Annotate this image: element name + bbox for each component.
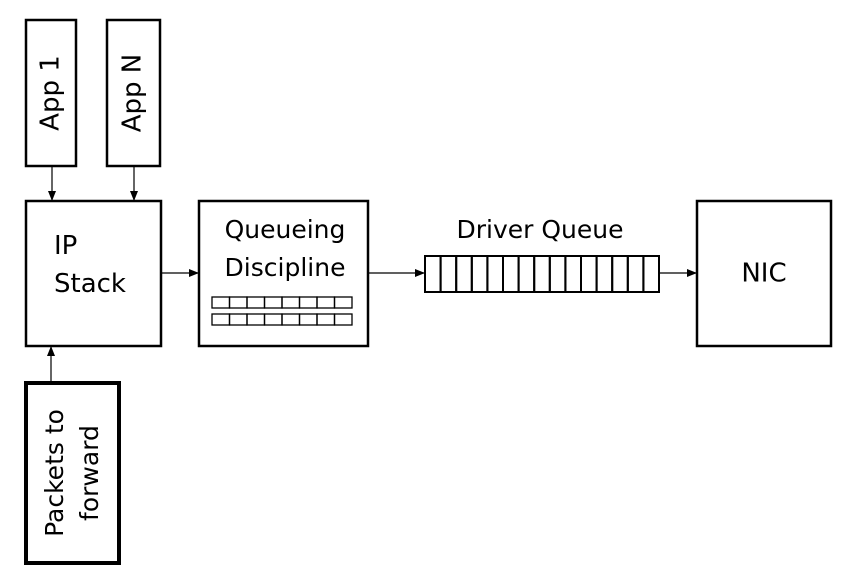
- qdisc-queue-cell: [228, 296, 248, 309]
- driver-queue-cell: [424, 255, 442, 293]
- qdisc-queue-cell: [281, 296, 301, 309]
- qdisc-label-line2: Discipline: [225, 253, 346, 282]
- driver-queue-cell: [564, 255, 583, 293]
- packets-to-forward-box: Packets to forward: [24, 381, 121, 565]
- driver-queue-cell: [548, 255, 567, 293]
- queueing-discipline-box: Queueing Discipline: [197, 199, 370, 348]
- qdisc-queue-cell: [316, 313, 336, 326]
- qdisc-queue-cell: [281, 313, 301, 326]
- app-n-box: App N: [105, 18, 162, 168]
- app-1-label: App 1: [36, 55, 66, 131]
- qdisc-queue-cell: [246, 313, 266, 326]
- driver-queue-cell: [611, 255, 629, 293]
- qdisc-queue-cell: [333, 296, 353, 309]
- ip-stack-label-line1: IP: [54, 231, 77, 261]
- app-n-label: App N: [118, 54, 148, 133]
- driver-queue-cell: [502, 255, 520, 293]
- qdisc-queue-cell: [228, 313, 248, 326]
- ip-stack-box: IP Stack: [24, 199, 163, 348]
- nic-box: NIC: [695, 199, 833, 348]
- driver-queue-cell: [626, 255, 645, 293]
- driver-queue-cell: [595, 255, 614, 293]
- driver-queue-cell: [455, 255, 473, 293]
- qdisc-queue-cell: [211, 296, 231, 309]
- driver-queue-cell: [486, 255, 504, 293]
- driver-queue-cell: [470, 255, 489, 293]
- qdisc-queue-cell: [298, 296, 318, 309]
- ip-stack-label-line2: Stack: [54, 269, 126, 299]
- driver-queue: Driver Queue: [424, 215, 661, 293]
- driver-queue-cell: [439, 255, 458, 293]
- driver-queue-cell: [580, 255, 598, 293]
- qdisc-queue-cell: [263, 296, 283, 309]
- driver-queue-cell: [533, 255, 551, 293]
- driver-queue-label: Driver Queue: [456, 215, 623, 244]
- qdisc-queues: [211, 296, 353, 326]
- qdisc-queue-cell: [298, 313, 318, 326]
- qdisc-queue-cell: [263, 313, 283, 326]
- app-1-box: App 1: [24, 18, 78, 168]
- qdisc-queue-cell: [246, 296, 266, 309]
- driver-queue-cells: [424, 255, 661, 293]
- forward-label-line2: forward: [75, 425, 104, 521]
- driver-queue-cell: [517, 255, 536, 293]
- nic-label: NIC: [741, 259, 786, 289]
- qdisc-queue-cell: [333, 313, 353, 326]
- qdisc-label-line1: Queueing: [225, 215, 346, 244]
- driver-queue-cell: [642, 255, 661, 293]
- forward-label-line1: Packets to: [40, 409, 69, 537]
- qdisc-queue-cell: [316, 296, 336, 309]
- qdisc-queue-cell: [211, 313, 231, 326]
